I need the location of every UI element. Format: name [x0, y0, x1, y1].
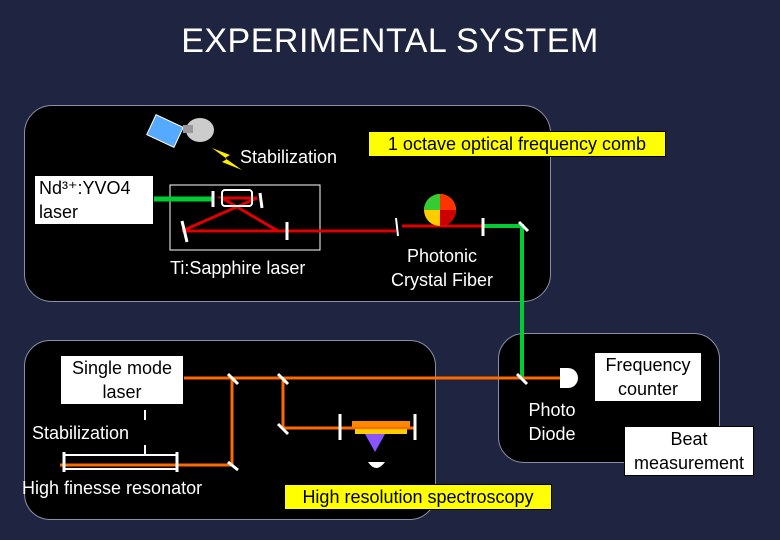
resonator-cavity	[63, 454, 178, 470]
ti-sapphire-beam	[181, 196, 284, 233]
lightning-icon	[212, 148, 242, 170]
comb-label: 1 octave optical frequency comb	[368, 131, 666, 157]
single-mode-laser-label: Single mode laser	[60, 355, 184, 405]
atom-cell-icon	[352, 421, 410, 468]
stabilization-top-label: Stabilization	[240, 147, 338, 167]
resonator-label: High finesse resonator	[22, 478, 203, 498]
photodiode-icon	[560, 368, 578, 388]
spectroscopy-label: High resolution spectroscopy	[284, 484, 552, 510]
page-title: EXPERIMENTAL SYSTEM	[181, 22, 599, 60]
beat-measurement-label: Beat measurement	[624, 426, 754, 476]
ti-sapphire-label: Ti:Sapphire laser	[170, 258, 306, 278]
prism-icon	[424, 194, 456, 226]
pcf-label: Photonic Crystal Fiber	[390, 246, 493, 290]
stabilization-bottom-label: Stabilization	[32, 423, 130, 443]
ti-sapphire-enclosure	[169, 184, 321, 251]
frequency-counter-label: Frequency counter	[594, 352, 702, 402]
satellite-icon	[146, 114, 214, 148]
nd-laser-label: Nd³⁺:YVO4 laser	[34, 175, 154, 225]
photo-diode-label: Photo Diode	[528, 400, 576, 444]
